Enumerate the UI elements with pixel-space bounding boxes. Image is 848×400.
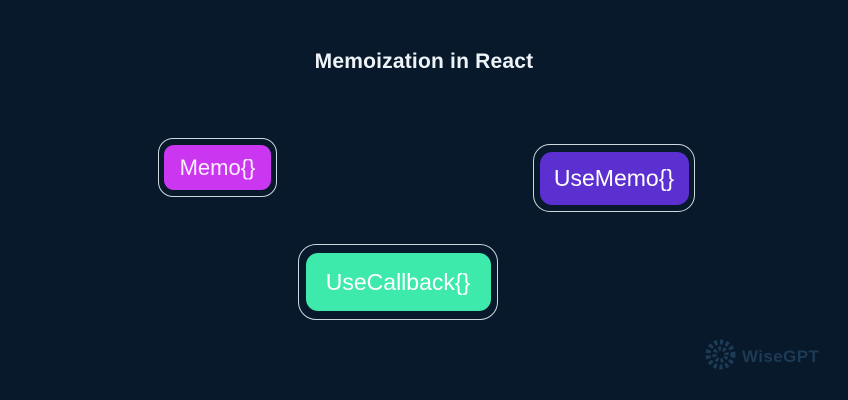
- diagram-node-usememo: UseMemo{}: [533, 144, 695, 212]
- brand-watermark: WiseGPT: [703, 337, 819, 377]
- diagram-node-memo-label: Memo{}: [164, 145, 271, 190]
- diagram-node-usecallback-label: UseCallback{}: [305, 253, 491, 311]
- diagram-node-usecallback: UseCallback{}: [298, 244, 498, 320]
- diagram-node-usememo-label: UseMemo{}: [539, 151, 689, 205]
- page-title: Memoization in React: [314, 50, 534, 73]
- brand-name: WiseGPT: [742, 347, 820, 366]
- swirl-logo-icon: [703, 337, 738, 377]
- diagram-node-memo: Memo{}: [158, 138, 277, 197]
